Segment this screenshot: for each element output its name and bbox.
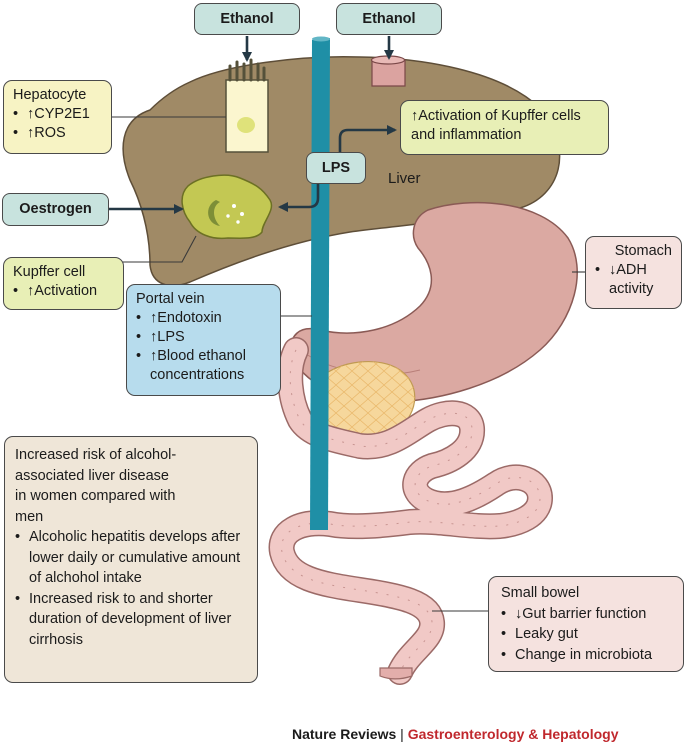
hepatocyte-title: Hepatocyte xyxy=(13,87,87,103)
women-risk-item: Alcoholic hepatitis develops after lower… xyxy=(15,527,247,589)
portal-vein-item: ↑Endotoxin xyxy=(136,309,271,328)
stomach-box: Stomach ↓ADH activity xyxy=(585,236,682,309)
kupffer-cell xyxy=(181,174,273,240)
kupffer-cell-item: ↑Activation xyxy=(13,282,114,301)
lps-label: LPS xyxy=(306,152,366,184)
liver-label: Liver xyxy=(388,170,421,187)
small-bowel-item: ↓Gut barrier function xyxy=(501,604,671,625)
women-risk-item: Increased risk to and shorter duration o… xyxy=(15,589,247,651)
kupffer-activation-box: ↑Activation of Kupffer cells and inflamm… xyxy=(400,100,609,155)
kupffer-cell-box: Kupffer cell ↑Activation xyxy=(3,257,124,310)
footer-separator: | xyxy=(396,726,408,742)
women-risk-title: Increased risk of alcohol-associated liv… xyxy=(15,447,177,525)
footer-journal: Nature Reviews xyxy=(292,726,397,742)
kupffer-cell-title: Kupffer cell xyxy=(13,264,86,280)
portal-vein-item: ↑LPS xyxy=(136,328,271,347)
portal-vein-title: Portal vein xyxy=(136,291,205,307)
small-bowel-item: Leaky gut xyxy=(501,624,671,645)
portal-vein-item: ↑Blood ethanol concentrations xyxy=(136,347,271,385)
small-bowel-title: Small bowel xyxy=(501,585,580,601)
portal-vein-box: Portal vein ↑Endotoxin ↑LPS ↑Blood ethan… xyxy=(126,284,281,396)
footer: Nature Reviews | Gastroenterology & Hepa… xyxy=(292,726,619,742)
portal-vein-shape xyxy=(310,38,330,530)
hepatocyte-item: ↑ROS xyxy=(13,124,102,143)
ethanol-label-2: Ethanol xyxy=(336,3,442,35)
small-bowel-box: Small bowel ↓Gut barrier function Leaky … xyxy=(488,576,684,672)
stomach-title: Stomach xyxy=(614,243,672,259)
ethanol-label-1: Ethanol xyxy=(194,3,300,35)
oestrogen-label: Oestrogen xyxy=(2,193,109,226)
stomach-item: ↓ADH activity xyxy=(595,261,672,299)
hepatocyte-item: ↑CYP2E1 xyxy=(13,105,102,124)
women-risk-box: Increased risk of alcohol-associated liv… xyxy=(4,436,258,683)
hepatocyte-cell xyxy=(225,58,269,153)
footer-section: Gastroenterology & Hepatology xyxy=(407,726,619,742)
hepatocyte-box: Hepatocyte ↑CYP2E1 ↑ROS xyxy=(3,80,112,154)
small-bowel-item: Change in microbiota xyxy=(501,645,671,666)
